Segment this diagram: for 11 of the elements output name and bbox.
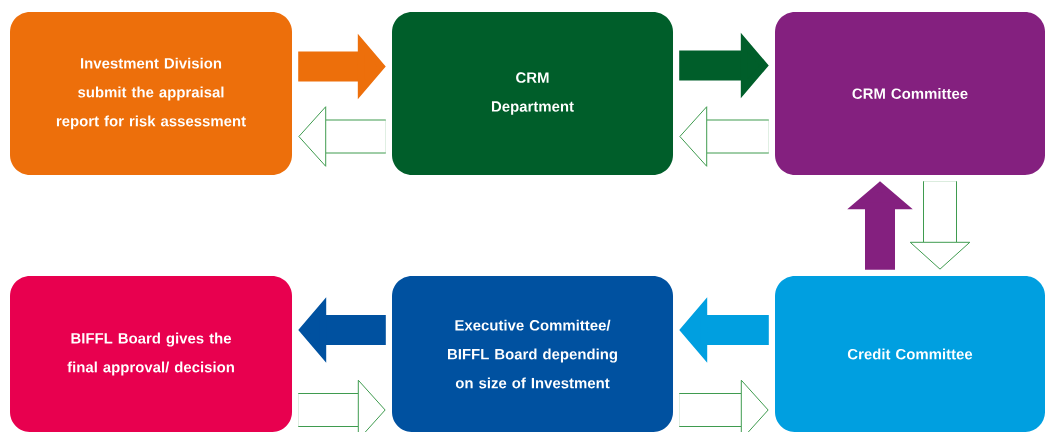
process-box: Executive Committee/ BIFFL Board depending on size of Investment xyxy=(392,276,673,432)
block-arrow xyxy=(679,106,769,167)
process-box: CRM Committee xyxy=(775,12,1045,175)
process-box: Investment Division submit the appraisal report for risk assessment xyxy=(10,12,292,175)
process-box: BIFFL Board gives the final approval/ decision xyxy=(10,276,292,432)
block-arrow xyxy=(298,379,386,432)
process-box: Credit Committee xyxy=(775,276,1045,432)
block-arrow xyxy=(679,379,769,432)
block-arrow xyxy=(909,181,971,270)
process-box: CRM Department xyxy=(392,12,673,175)
block-arrow xyxy=(298,106,386,167)
